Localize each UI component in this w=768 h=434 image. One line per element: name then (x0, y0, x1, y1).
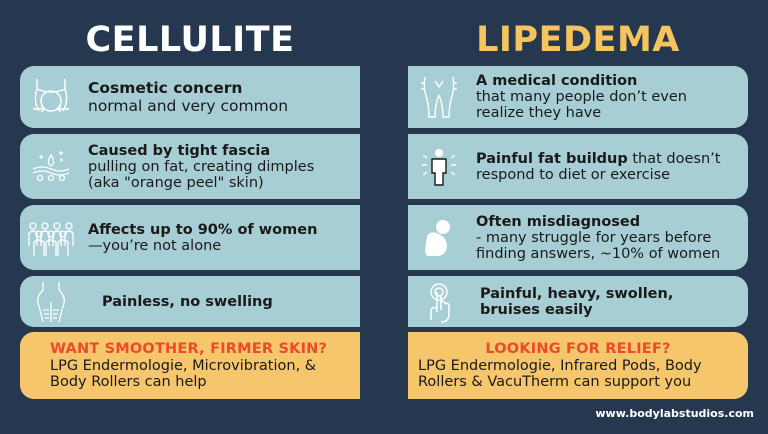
card-bold: Caused by tight fascia (88, 142, 271, 159)
lipedema-title: LIPEDEMA (476, 20, 680, 60)
hips-measure-icon (20, 66, 82, 128)
lipedema-card-misdiagnosed: Often misdiagnosed - many struggle for y… (408, 205, 748, 270)
fascia-drops-icon (20, 134, 82, 199)
cellulite-card-fascia: Caused by tight fascia pulling on fat, c… (20, 134, 360, 199)
cta-body: LPG Endermologie, Infrared Pods, Body Ro… (418, 358, 702, 390)
lipedema-card-painful-fat: Painful fat buildup that doesn’t respond… (408, 134, 748, 199)
cta-headline: WANT SMOOTHER, FIRMER SKIN? (50, 341, 328, 357)
lipedema-card-medical: A medical condition that many people don… (408, 66, 748, 128)
lipedema-card-swollen: Painful, heavy, swollen, bruises easily (408, 276, 748, 327)
lipedema-cta-card: LOOKING FOR RELIEF? LPG Endermologie, In… (408, 332, 748, 399)
card-bold: A medical condition (476, 73, 638, 89)
card-text: that many people don’t even realize they… (476, 89, 687, 121)
cellulite-card-women: Affects up to 90% of women —you’re not a… (20, 205, 360, 270)
card-text: - many struggle for years before finding… (476, 229, 721, 262)
card-text: normal and very common (88, 97, 289, 115)
cta-body: LPG Endermologie, Microvibration, & Body… (50, 358, 317, 390)
cta-headline: LOOKING FOR RELIEF? (485, 341, 671, 357)
buttocks-icon (20, 276, 82, 327)
cellulite-card-cosmetic: Cosmetic concern normal and very common (20, 66, 360, 128)
card-bold: Cosmetic concern (88, 79, 243, 97)
legs-icon (408, 66, 470, 128)
card-text: pulling on fat, creating dimples (aka "o… (88, 158, 315, 191)
card-text: —you’re not alone (88, 237, 222, 254)
website-url[interactable]: www.bodylabstudios.com (595, 407, 754, 420)
card-bold: Painful fat buildup (476, 150, 628, 167)
group-of-people-icon (20, 205, 82, 270)
cellulite-title: CELLULITE (85, 20, 295, 60)
card-bold: Painless, no swelling (102, 293, 273, 310)
person-pain-icon (408, 134, 470, 199)
cellulite-card-painless: Painless, no swelling (20, 276, 360, 327)
card-text: that doesn’t respond to diet or exercise (476, 150, 721, 183)
card-bold: Affects up to 90% of women (88, 221, 318, 238)
cellulite-cta-card: WANT SMOOTHER, FIRMER SKIN? LPG Endermol… (20, 332, 360, 399)
card-bold: Often misdiagnosed (476, 213, 641, 230)
person-crouching-icon (408, 205, 470, 270)
touch-finger-icon (408, 276, 470, 327)
card-bold: Painful, heavy, swollen, bruises easily (480, 285, 674, 318)
